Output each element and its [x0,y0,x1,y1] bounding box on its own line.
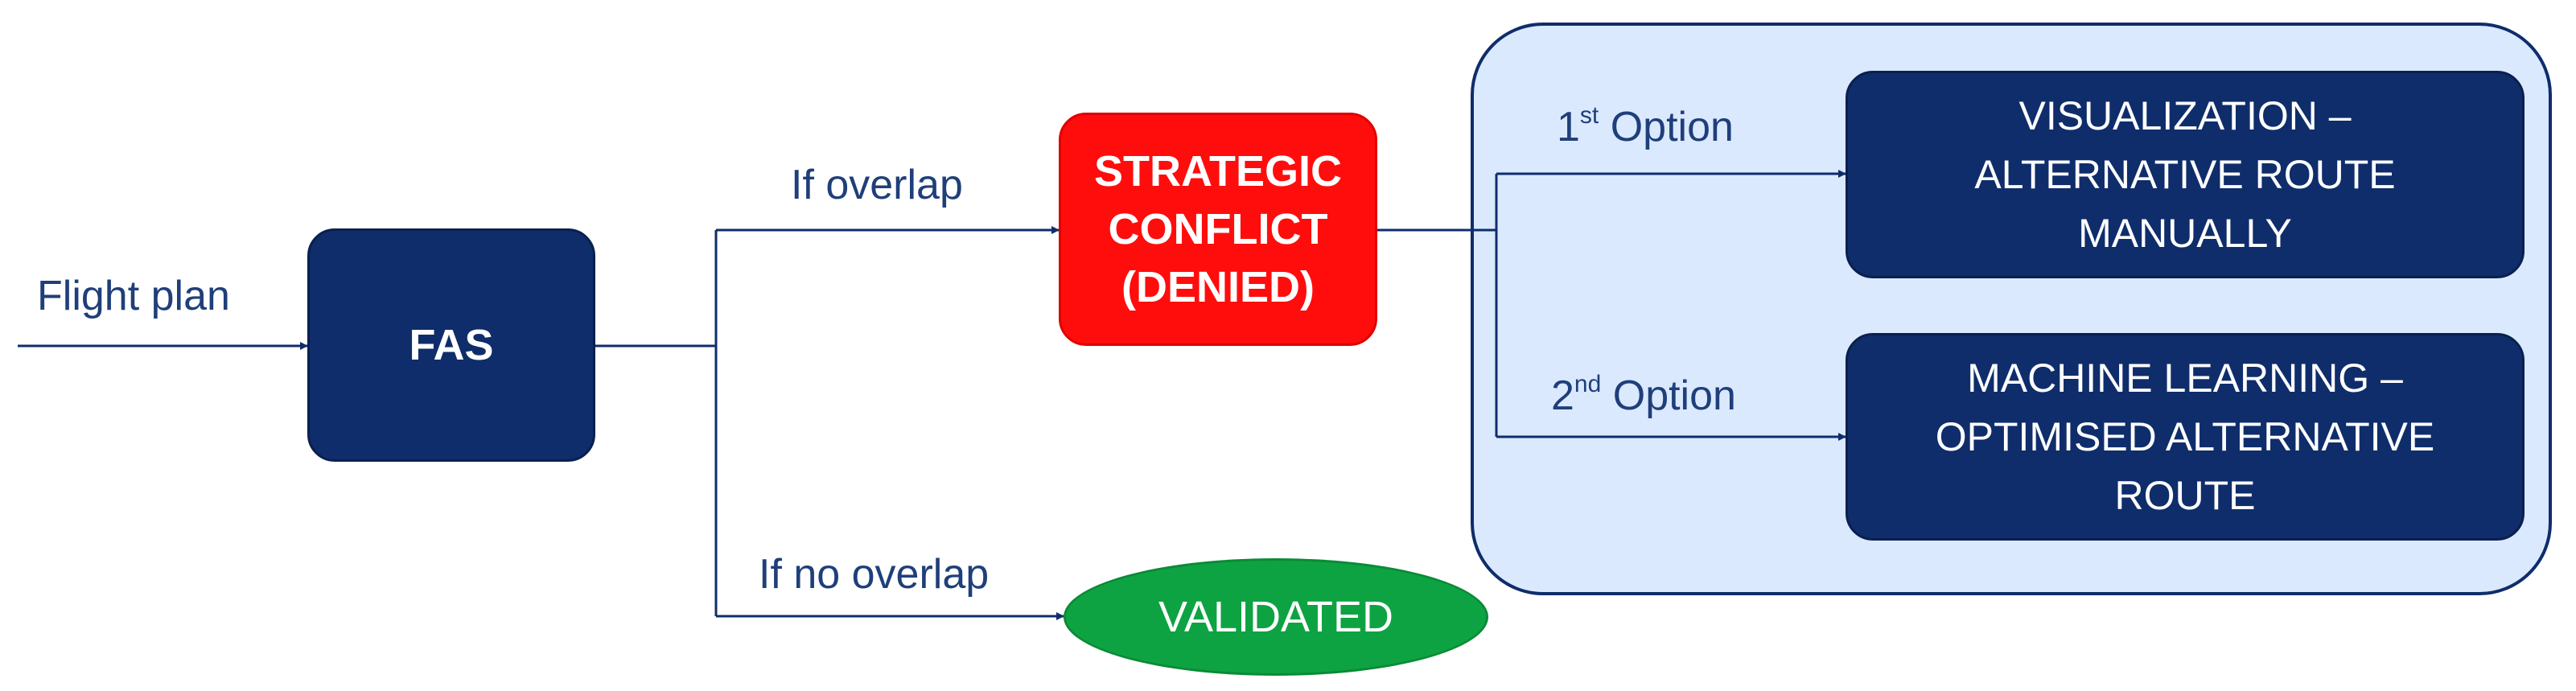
if-overlap-label: If overlap [791,162,963,208]
option2-suffix: nd [1574,371,1602,397]
flight-plan-label: Flight plan [37,273,230,319]
option2-label: 2nd Option [1551,372,1736,420]
visualization-label: VISUALIZATION – ALTERNATIVE ROUTE MANUAL… [1974,93,2396,256]
validated-node: VALIDATED [1064,558,1488,676]
if-no-overlap-label: If no overlap [759,551,990,598]
machine-learning-node: MACHINE LEARNING – OPTIMISED ALTERNATIVE… [1846,333,2525,541]
visualization-node: VISUALIZATION – ALTERNATIVE ROUTE MANUAL… [1846,71,2525,278]
validated-label: VALIDATED [1158,593,1394,641]
strategic-conflict-node: STRATEGIC CONFLICT (DENIED) [1059,113,1377,346]
fas-node: FAS [307,228,595,462]
option1-number: 1 [1557,104,1580,150]
option1-word: Option [1599,104,1734,150]
machine-learning-label: MACHINE LEARNING – OPTIMISED ALTERNATIVE… [1935,355,2435,518]
option2-number: 2 [1551,372,1574,419]
option1-suffix: st [1579,102,1599,129]
fas-node-label: FAS [409,321,494,369]
option1-label: 1st Option [1557,103,1734,151]
option2-word: Option [1601,372,1736,419]
strategic-conflict-label: STRATEGIC CONFLICT (DENIED) [1094,147,1342,311]
